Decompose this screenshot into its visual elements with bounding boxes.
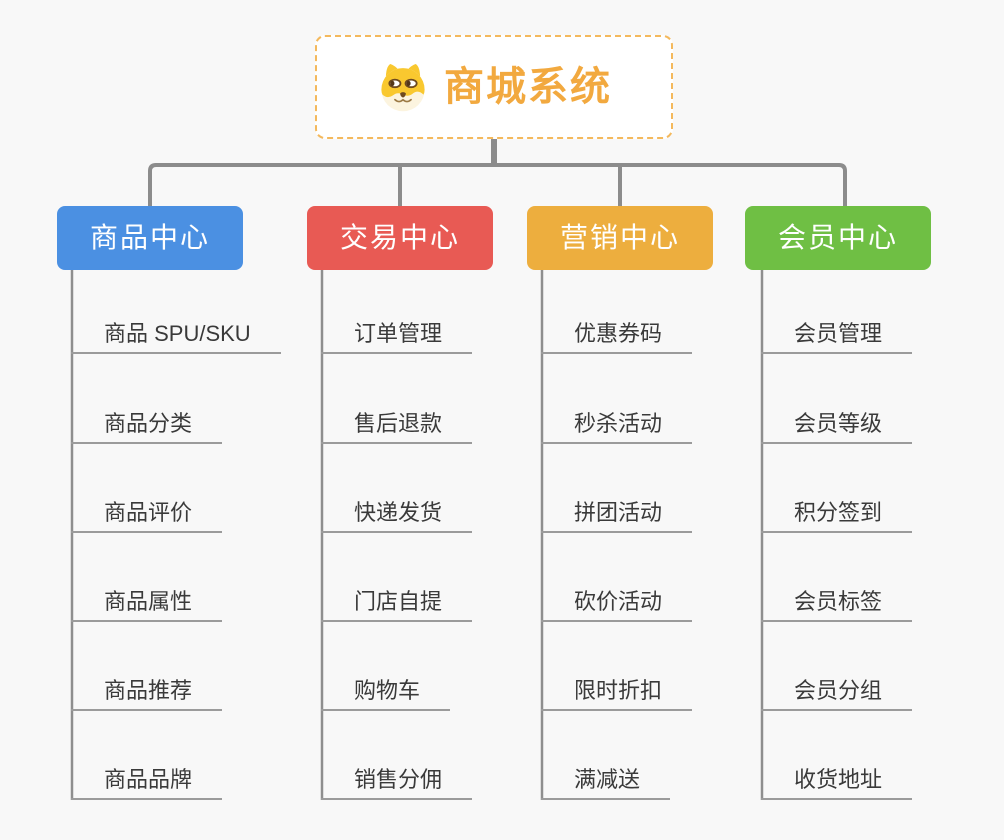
leaf-node[interactable]: 秒杀活动 (541, 398, 693, 444)
leaf-node[interactable]: 商品分类 (71, 398, 223, 444)
leaf-node[interactable]: 会员等级 (761, 398, 913, 444)
leaf-node[interactable]: 快递发货 (321, 487, 473, 533)
branch-node-trade-center[interactable]: 交易中心 (307, 206, 493, 270)
leaf-node[interactable]: 订单管理 (321, 308, 473, 354)
leaf-node[interactable]: 会员分组 (761, 665, 913, 711)
branch-node-marketing-center[interactable]: 营销中心 (527, 206, 713, 270)
leaf-node[interactable]: 会员管理 (761, 308, 913, 354)
leaf-node[interactable]: 积分签到 (761, 487, 913, 533)
leaf-node[interactable]: 销售分佣 (321, 754, 473, 800)
branch-label: 商品中心 (89, 222, 210, 253)
leaf-node[interactable]: 满减送 (541, 754, 671, 800)
branch-node-product-center[interactable]: 商品中心 (57, 206, 243, 270)
leaf-node[interactable]: 购物车 (321, 665, 451, 711)
branch-node-member-center[interactable]: 会员中心 (745, 206, 931, 270)
branch-label: 营销中心 (559, 222, 680, 253)
leaf-node[interactable]: 商品推荐 (71, 665, 223, 711)
leaf-node[interactable]: 商品评价 (71, 487, 223, 533)
leaf-node[interactable]: 商品 SPU/SKU (71, 308, 281, 354)
leaf-node[interactable]: 门店自提 (321, 576, 473, 622)
leaf-node[interactable]: 商品属性 (71, 576, 223, 622)
leaf-node[interactable]: 拼团活动 (541, 487, 693, 533)
leaf-node[interactable]: 售后退款 (321, 398, 473, 444)
branch-label: 会员中心 (777, 222, 898, 253)
shiba-dog-icon (381, 64, 425, 112)
leaf-node[interactable]: 商品品牌 (71, 754, 223, 800)
root-node-mall-system[interactable]: 商城系统 (315, 35, 673, 139)
leaf-node[interactable]: 收货地址 (761, 754, 913, 800)
leaf-node[interactable]: 会员标签 (761, 576, 913, 622)
branch-label: 交易中心 (339, 222, 460, 253)
leaf-node[interactable]: 优惠券码 (541, 308, 693, 354)
leaf-node[interactable]: 砍价活动 (541, 576, 693, 622)
leaf-node[interactable]: 限时折扣 (541, 665, 693, 711)
root-title: 商城系统 (444, 65, 612, 109)
